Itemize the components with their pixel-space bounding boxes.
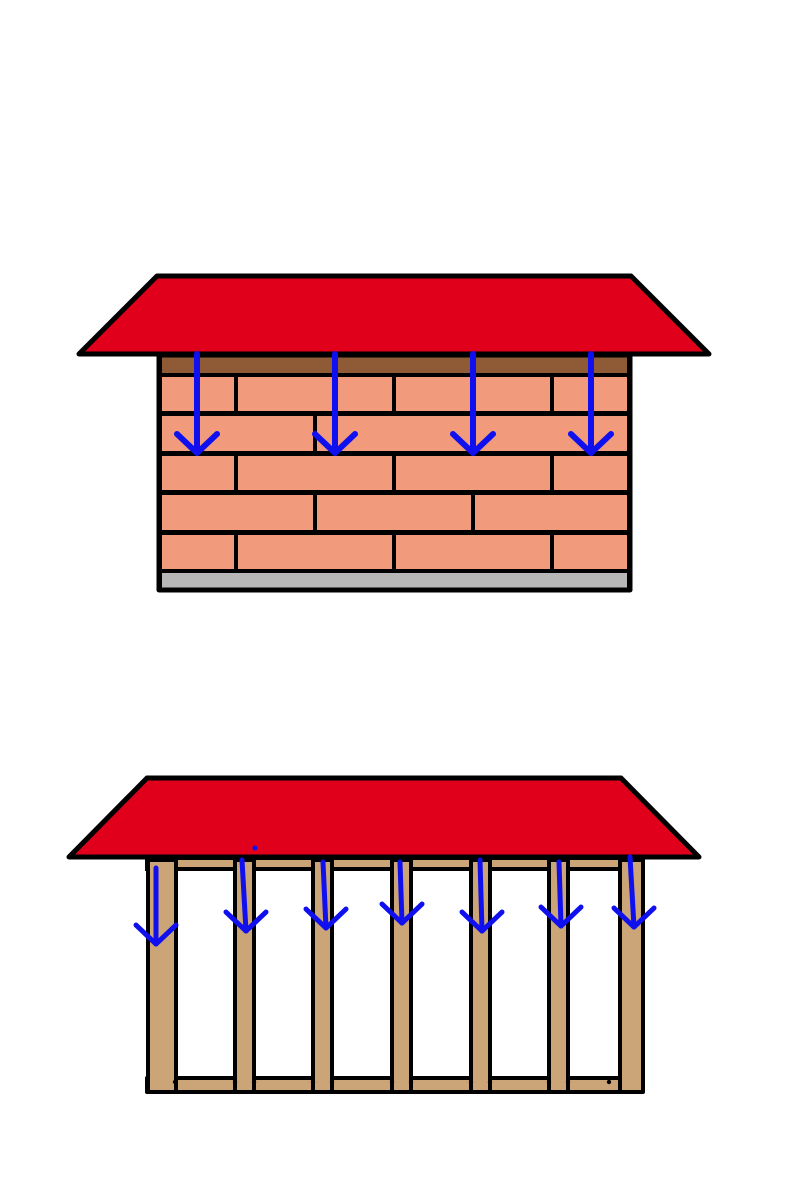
arrow-head — [459, 909, 505, 934]
brick — [317, 495, 471, 530]
load-arrow — [174, 351, 220, 456]
brick — [162, 416, 313, 451]
roof — [76, 273, 712, 357]
roof — [66, 775, 702, 860]
load-arrow — [611, 854, 657, 930]
foundation-slab — [162, 573, 627, 588]
nail-mark — [487, 1079, 493, 1085]
pen-dot — [252, 845, 258, 851]
brick — [396, 456, 550, 490]
wall-mortar — [159, 355, 630, 590]
load-arrow — [133, 865, 179, 947]
brick — [238, 456, 392, 490]
brick-wall-house — [76, 273, 712, 593]
nail-mark — [329, 1079, 335, 1085]
nail-mark — [565, 1079, 571, 1085]
arrow-shaft — [477, 857, 485, 934]
arrow-head — [611, 905, 657, 930]
brick — [396, 535, 550, 569]
load-arrow — [568, 351, 614, 456]
brick — [475, 416, 627, 451]
wall-stud — [146, 858, 178, 1094]
arrow-shaft — [397, 859, 405, 926]
lintel-beam — [162, 357, 627, 373]
brick — [554, 456, 627, 490]
arrow-head — [133, 922, 179, 947]
brick — [162, 495, 313, 530]
load-arrow — [450, 351, 496, 456]
arrow-shaft — [556, 859, 564, 929]
arrow-head — [223, 909, 269, 934]
arrow-shaft — [239, 857, 249, 934]
nail-mark — [389, 1079, 395, 1085]
nail-mark — [606, 1079, 612, 1085]
brick — [554, 535, 627, 569]
timber-frame-house — [66, 775, 702, 1094]
nail-mark — [232, 1079, 238, 1085]
load-arrow — [223, 857, 269, 934]
nail-mark — [546, 1079, 552, 1085]
brick — [162, 456, 234, 490]
brick — [162, 535, 234, 569]
brick — [238, 535, 392, 569]
nail-mark — [408, 1079, 414, 1085]
nail-mark — [172, 1079, 178, 1085]
brick — [238, 377, 392, 411]
arrow-shaft — [627, 854, 637, 930]
arrow-head — [303, 906, 349, 931]
arrow-head — [568, 431, 614, 456]
arrow-head — [450, 431, 496, 456]
nail-mark — [468, 1079, 474, 1085]
load-arrow — [379, 859, 425, 926]
arrow-head — [174, 431, 220, 456]
arrow-shaft — [320, 859, 329, 931]
arrow-head — [312, 431, 358, 456]
load-arrow — [459, 857, 505, 934]
load-arrow — [303, 859, 349, 931]
arrow-head — [379, 901, 425, 926]
arrow-head — [538, 904, 584, 929]
load-arrow — [312, 351, 358, 456]
nail-mark — [310, 1079, 316, 1085]
nail-mark — [251, 1079, 257, 1085]
load-arrow — [538, 859, 584, 929]
brick — [475, 495, 627, 530]
